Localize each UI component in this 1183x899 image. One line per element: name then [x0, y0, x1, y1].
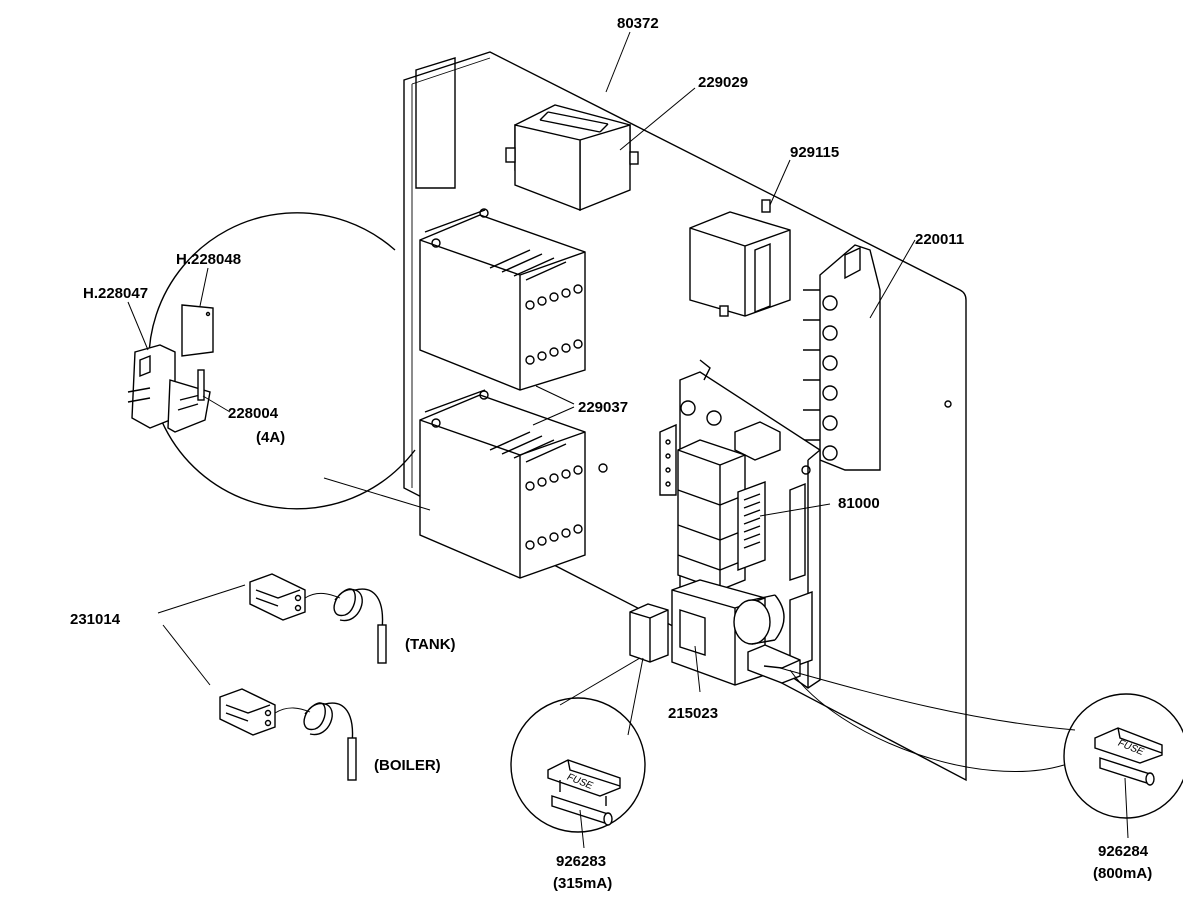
- transformer: [505, 104, 639, 212]
- label-boiler: (BOILER): [374, 757, 441, 774]
- leader-lines: [532, 31, 916, 693]
- label-fuse-315-rating: (315mA): [553, 875, 612, 892]
- label-fuse-4a-code: 228004: [228, 405, 279, 422]
- detail-circle-fuse-800: FUSE: [779, 667, 1183, 839]
- contactor-lower-screws: [525, 465, 583, 550]
- thermostat-leaders: [157, 584, 246, 686]
- terminal-block: [803, 244, 881, 471]
- label-capacitor-block: 215023: [668, 705, 718, 722]
- label-transformer: 229029: [698, 74, 748, 91]
- part-labels: 80372 229029 929115 220011 H.228048 H.22…: [70, 15, 1152, 892]
- label-fuse-4a-rating: (4A): [256, 429, 285, 446]
- relay: [689, 199, 791, 317]
- terminal-screws: [822, 295, 838, 461]
- label-thermostat: 231014: [70, 611, 121, 628]
- small-fuse-holder-left: [629, 603, 669, 663]
- label-fuse-holder-base: H.228047: [83, 285, 148, 302]
- label-plate: 80372: [617, 15, 659, 32]
- small-fuse-holder-right: [747, 644, 801, 684]
- thermostat-boiler: [219, 688, 357, 781]
- label-fuse-800-rating: (800mA): [1093, 865, 1152, 882]
- contactor-upper-screws: [525, 284, 583, 365]
- detail-circle-fuse-holder: [127, 212, 431, 511]
- thermostat-tank: [249, 573, 387, 664]
- label-relay: 929115: [790, 144, 839, 161]
- label-fuse-800-code: 926284: [1098, 843, 1149, 860]
- detail-circle-fuse-315: FUSE: [510, 657, 646, 849]
- contactor-upper: [419, 208, 586, 391]
- capacitor-block: [671, 579, 785, 686]
- label-control-board: 81000: [838, 495, 880, 512]
- label-fuse-315-code: 926283: [556, 853, 606, 870]
- label-tank: (TANK): [405, 636, 456, 653]
- label-contactor: 229037: [578, 399, 628, 416]
- label-fuse-holder-small: H.228048: [176, 251, 241, 268]
- label-terminal-block: 220011: [915, 231, 964, 248]
- contactor-lower: [419, 389, 586, 579]
